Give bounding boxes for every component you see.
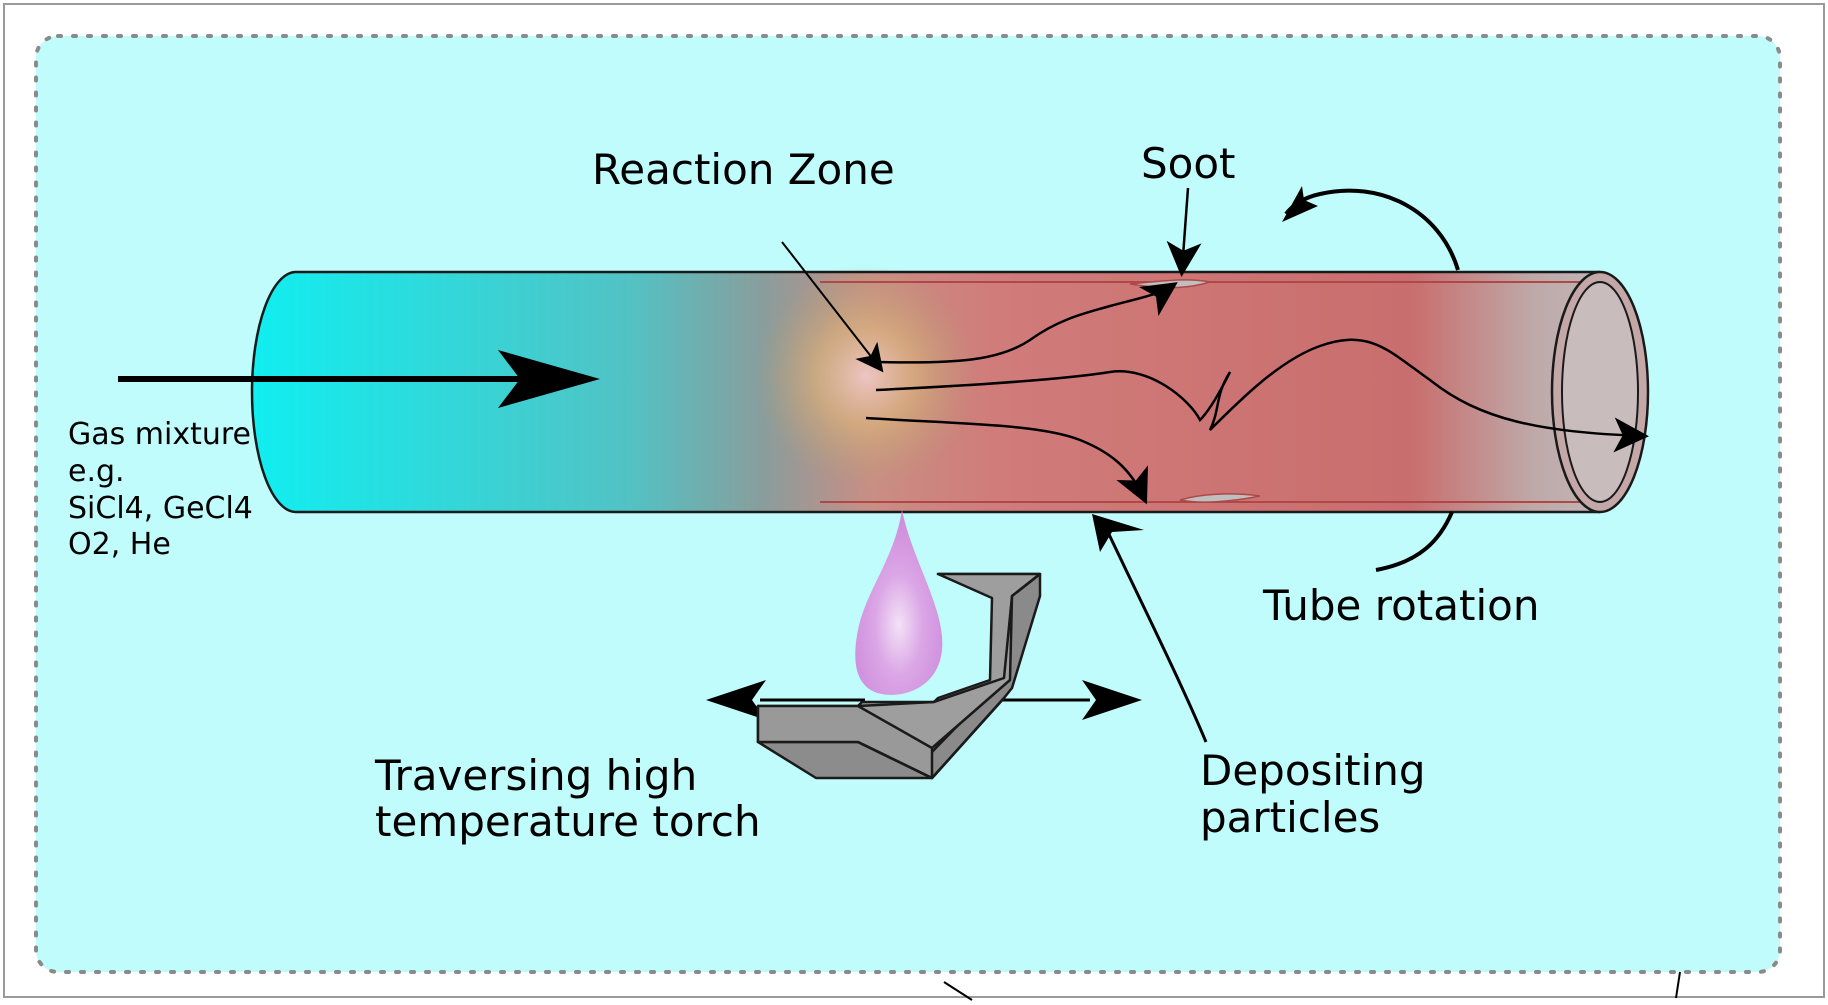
tube-rotation-label: Tube rotation: [1262, 581, 1539, 630]
torch-label-line-2: temperature torch: [375, 797, 761, 846]
gas-mixture-line-1: Gas mixture: [68, 417, 251, 452]
reaction-zone-pointer: [781, 241, 884, 373]
rotation-arrow-icon: [1282, 186, 1460, 572]
depositing-label: Depositing particles: [1200, 746, 1426, 842]
gas-mixture-line-3: SiCl4, GeCl4: [68, 491, 253, 526]
depositing-pointer: [1092, 514, 1208, 743]
flow-lines: [865, 282, 1649, 505]
torch-traverse-arrows: [706, 680, 1142, 720]
gas-mixture-label: Gas mixture e.g. SiCl4, GeCl4 O2, He: [68, 417, 253, 562]
gas-flow-arrow: [118, 350, 600, 408]
soot-pointer: [1166, 187, 1202, 277]
tube-left-end: [250, 270, 297, 514]
gas-mixture-line-4: O2, He: [68, 527, 171, 562]
reaction-zone-glow: [756, 264, 976, 488]
context-line-right: [1675, 971, 1681, 999]
gas-mixture-line-2: e.g.: [68, 454, 125, 489]
context-line-left: [943, 981, 973, 1001]
torch-label-line-1: Traversing high: [374, 751, 697, 800]
silica-tube: [250, 264, 1650, 514]
soot-deposit-bottom: [1179, 493, 1261, 503]
reaction-zone-label: Reaction Zone: [592, 145, 895, 194]
torch-label: Traversing high temperature torch: [374, 751, 761, 846]
flame-icon: [855, 510, 943, 695]
depositing-label-line-1: Depositing: [1200, 746, 1426, 795]
soot-label: Soot: [1141, 139, 1236, 188]
torch-body: [756, 572, 1042, 780]
depositing-label-line-2: particles: [1200, 793, 1380, 842]
